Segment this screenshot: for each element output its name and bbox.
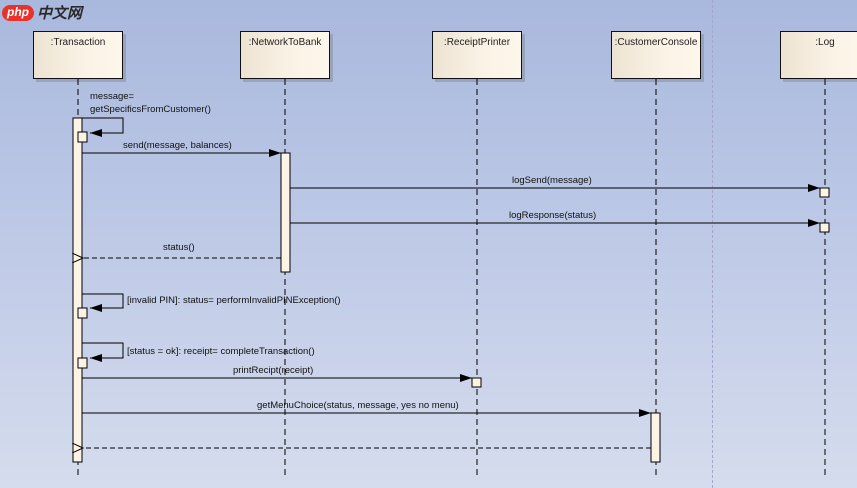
message-label-m1-line2: getSpecificsFromCustomer() xyxy=(90,104,211,115)
lifeline-name: :NetworkToBank xyxy=(248,37,322,48)
activation-transaction[interactable] xyxy=(72,117,83,463)
message-arrow-m1[interactable] xyxy=(82,117,124,137)
lifeline-name: :CustomerConsole xyxy=(614,37,698,48)
execution-spec-m8 xyxy=(471,377,482,388)
lifeline-name: :ReceiptPrinter xyxy=(443,37,511,48)
lifeline-log[interactable]: :Log xyxy=(780,31,857,79)
message-arrow-m7[interactable] xyxy=(82,342,124,362)
lifeline-customer-console[interactable]: :CustomerConsole xyxy=(611,31,701,79)
message-arrow-m6[interactable] xyxy=(82,293,124,312)
execution-spec-m3 xyxy=(819,187,830,198)
execution-spec-m6 xyxy=(77,307,88,319)
lifeline-name: :Log xyxy=(815,37,835,48)
message-label-m6: [invalid PIN]: status= performInvalidPIN… xyxy=(127,295,341,306)
execution-spec-m1 xyxy=(77,131,88,143)
message-label-m1-line1: message= xyxy=(90,91,135,102)
message-label-m2: send(message, balances) xyxy=(123,140,232,151)
execution-spec-m7 xyxy=(77,357,88,369)
site-name: 中文网 xyxy=(37,5,83,22)
lifeline-transaction[interactable]: :Transaction xyxy=(33,31,123,79)
php-logo: php xyxy=(2,4,34,21)
message-label-m3: logSend(message) xyxy=(512,175,592,186)
diagram-frame-divider xyxy=(712,0,714,488)
activation-console[interactable] xyxy=(650,412,661,463)
execution-spec-m4 xyxy=(819,222,830,233)
message-label-m9: getMenuChoice(status, message, yes no me… xyxy=(257,400,459,411)
message-label-m5: status() xyxy=(163,242,195,253)
message-label-m8: printRecipt(receipt) xyxy=(233,365,314,376)
watermark-logo: php 中文网 xyxy=(2,2,82,23)
message-label-m7: [status = ok]: receipt= completeTransact… xyxy=(127,346,315,357)
lifeline-receipt-printer[interactable]: :ReceiptPrinter xyxy=(432,31,522,79)
message-label-m4: logResponse(status) xyxy=(509,210,597,221)
activation-network[interactable] xyxy=(280,152,291,273)
lifeline-network-to-bank[interactable]: :NetworkToBank xyxy=(240,31,330,79)
lifeline-name: :Transaction xyxy=(50,37,106,48)
